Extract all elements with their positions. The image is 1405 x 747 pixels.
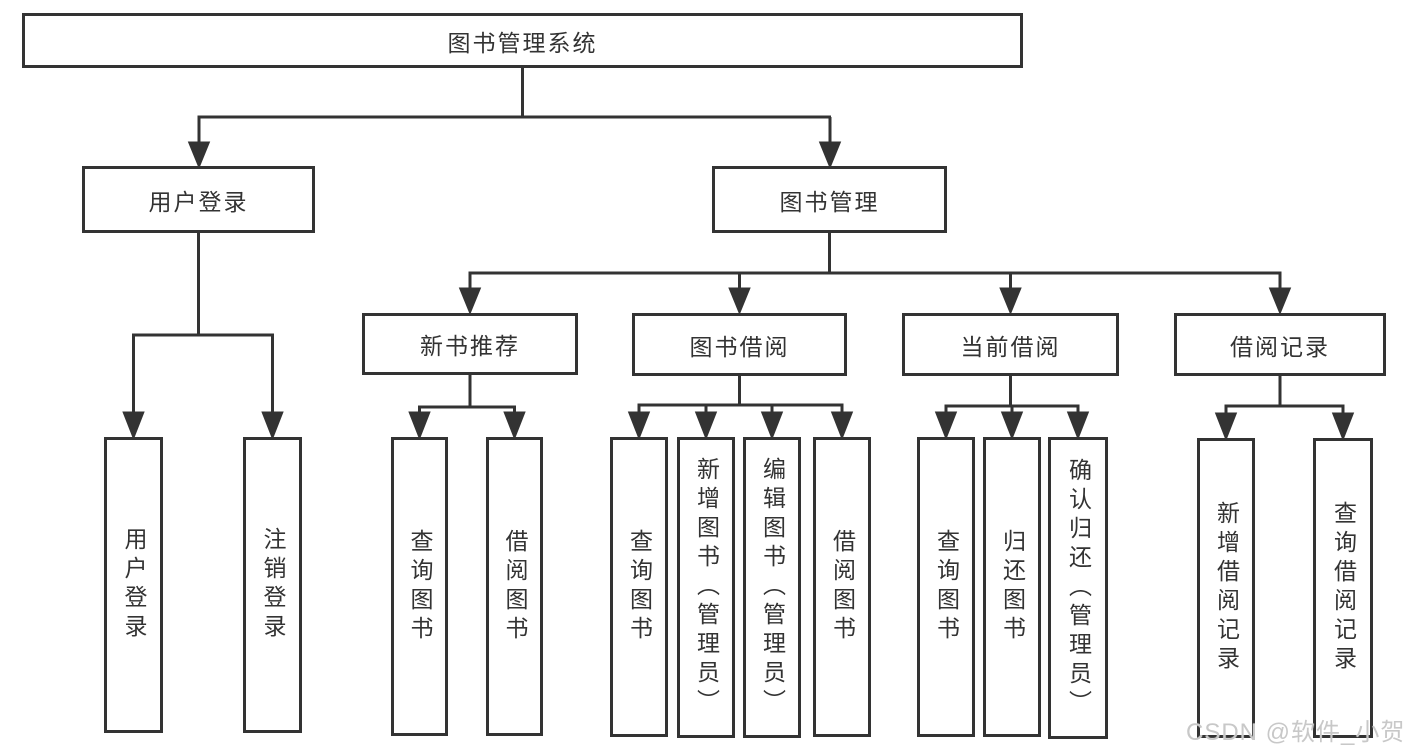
node-leaf-borrow-book-borrow: 借阅图书 xyxy=(813,437,871,737)
arrow-down-icon xyxy=(694,411,718,441)
arrow-down-icon xyxy=(187,141,211,169)
node-book-borrow: 图书借阅 xyxy=(632,313,847,376)
connector-book-mgmt-to-level3 xyxy=(458,233,1292,315)
node-leaf-query-book-current: 查询图书 xyxy=(917,437,975,737)
arrow-down-icon xyxy=(934,411,958,441)
connector-current-borrow-children xyxy=(934,376,1090,441)
arrow-down-icon xyxy=(1331,412,1355,442)
arrow-down-icon xyxy=(1268,287,1292,315)
arrow-down-icon xyxy=(818,141,842,169)
csdn-watermark: CSDN @软件_小贺同学 xyxy=(1186,719,1405,746)
arrow-down-icon xyxy=(1066,411,1090,441)
arrow-down-icon xyxy=(728,287,751,315)
arrow-down-icon xyxy=(999,287,1022,315)
arrow-down-icon xyxy=(830,411,854,441)
node-root: 图书管理系统 xyxy=(22,13,1023,68)
node-leaf-edit-book-admin: 编辑图书（管理员） xyxy=(743,437,801,738)
node-leaf-logout: 注销登录 xyxy=(243,437,302,733)
arrow-down-icon xyxy=(458,287,482,315)
node-leaf-borrow-book-newrec: 借阅图书 xyxy=(486,437,543,736)
node-leaf-return-book: 归还图书 xyxy=(983,437,1041,737)
arrow-down-icon xyxy=(1000,411,1024,441)
connector-borrow-records-children xyxy=(1214,376,1355,442)
arrow-down-icon xyxy=(122,411,145,441)
node-leaf-query-borrow-record: 查询借阅记录 xyxy=(1313,438,1373,738)
node-leaf-add-book-admin: 新增图书（管理员） xyxy=(677,437,735,738)
node-leaf-user-login: 用户登录 xyxy=(104,437,163,733)
arrow-down-icon xyxy=(760,411,784,441)
arrow-down-icon xyxy=(503,411,526,441)
node-book-mgmt: 图书管理 xyxy=(712,166,947,233)
connector-root-to-level2 xyxy=(187,68,842,169)
node-user-login: 用户登录 xyxy=(82,166,315,233)
arrow-down-icon xyxy=(627,411,651,441)
arrow-down-icon xyxy=(408,411,431,441)
connector-book-borrow-children xyxy=(627,376,854,441)
arrow-down-icon xyxy=(1214,412,1238,442)
connector-new-book-rec-children xyxy=(408,375,526,441)
arrow-down-icon xyxy=(261,411,284,441)
node-leaf-query-book-borrow: 查询图书 xyxy=(610,437,668,737)
node-current-borrow: 当前借阅 xyxy=(902,313,1119,376)
node-leaf-confirm-return-admin: 确认归还（管理员） xyxy=(1048,437,1108,739)
node-leaf-query-book-newrec: 查询图书 xyxy=(391,437,448,736)
connector-user-login-children xyxy=(122,233,284,441)
node-leaf-add-borrow-record: 新增借阅记录 xyxy=(1197,438,1255,738)
node-new-book-rec: 新书推荐 xyxy=(362,313,578,375)
node-borrow-records: 借阅记录 xyxy=(1174,313,1386,376)
